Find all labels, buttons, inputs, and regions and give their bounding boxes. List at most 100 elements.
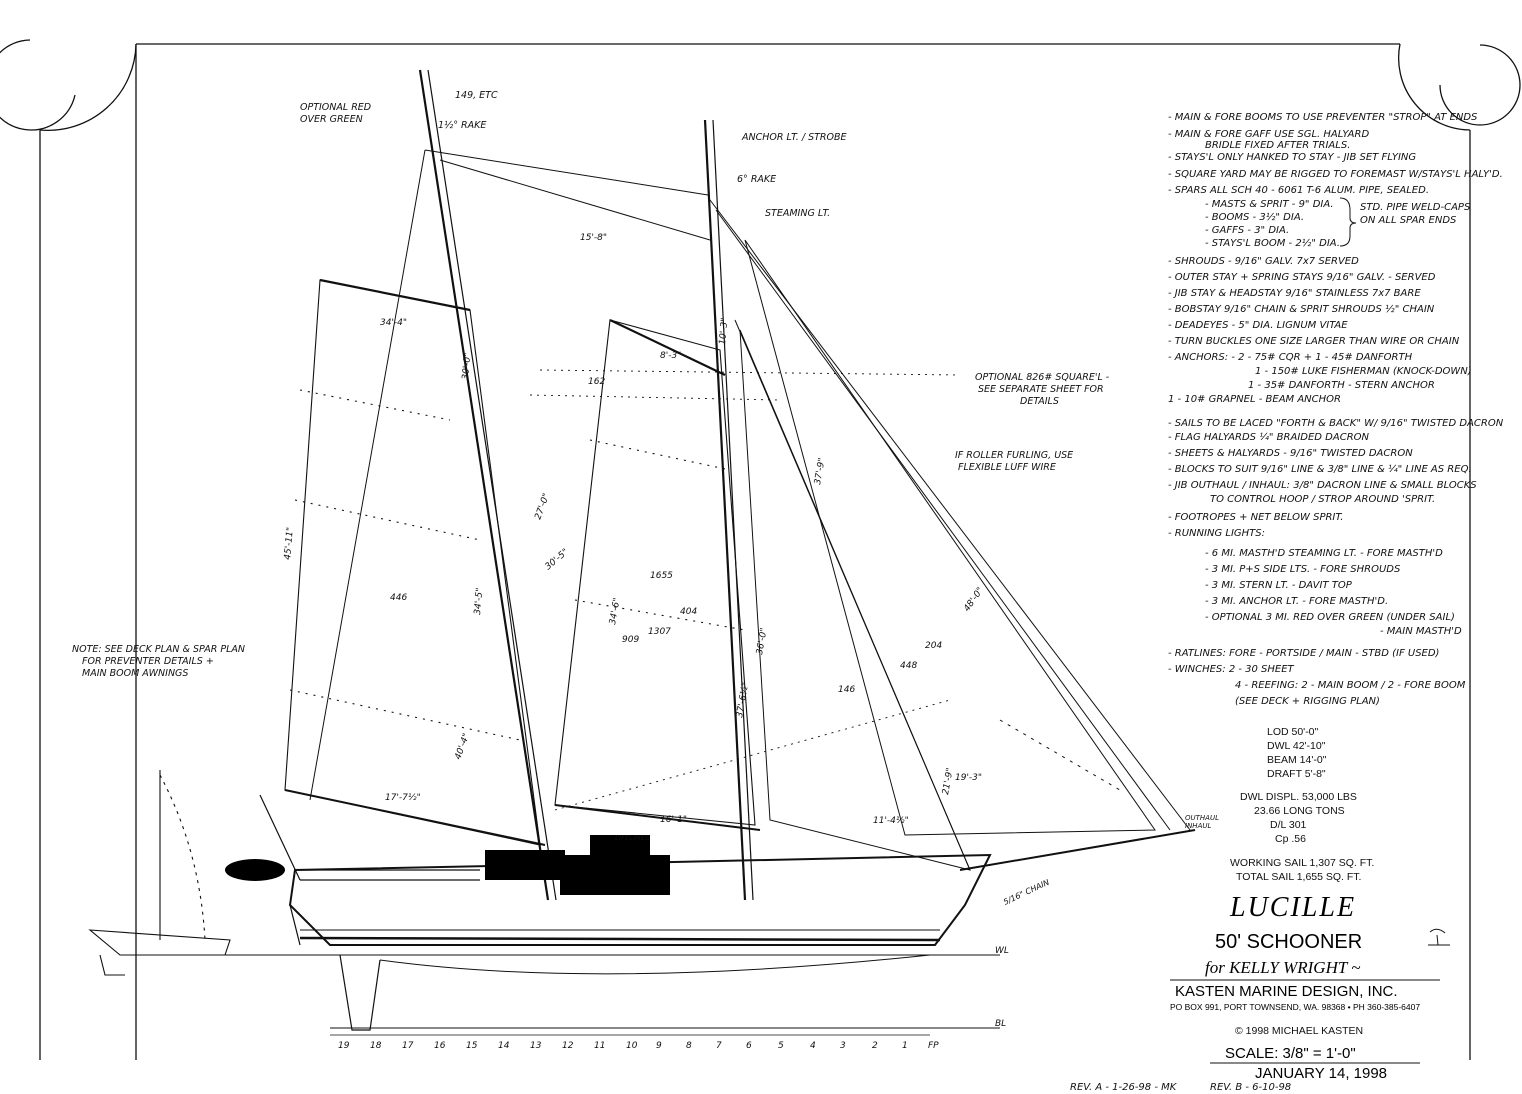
dimension: 45'-11" xyxy=(283,527,296,561)
dimension: 16'-1" xyxy=(660,815,687,825)
note-line: - SHEETS & HALYARDS - 9/16" TWISTED DACR… xyxy=(1168,448,1413,459)
note-line: - FLAG HALYARDS ¼" BRAIDED DACRON xyxy=(1168,431,1370,443)
station-label: 11 xyxy=(594,1041,605,1051)
note-line: - MAIN & FORE BOOMS TO USE PREVENTER "ST… xyxy=(1168,112,1478,123)
station-label: 17 xyxy=(402,1041,414,1051)
dimension: 11'-4½" xyxy=(873,816,909,826)
spec-total-sail: TOTAL SAIL 1,655 SQ. FT. xyxy=(1236,871,1361,883)
drawing-date: JANUARY 14, 1998 xyxy=(1255,1065,1387,1082)
note-line: - 3 MI. STERN LT. - DAVIT TOP xyxy=(1205,580,1353,591)
spec-working-sail: WORKING SAIL 1,307 SQ. FT. xyxy=(1230,857,1374,869)
dimension-labels: 15'-8" 34'-4" 30'-0" 8'-3" 10'-3" 45'-11… xyxy=(283,233,986,826)
baseline-label: BL xyxy=(995,1019,1006,1029)
callout-main-rake: 1½° RAKE xyxy=(438,120,486,131)
note-line: - MAIN MASTH'D xyxy=(1380,626,1462,637)
station-label: 16 xyxy=(434,1041,446,1051)
palm-tree-logo xyxy=(1428,928,1450,946)
dimension: 30'-5" xyxy=(544,547,571,572)
note-line: - BOOMS - 3½" DIA. xyxy=(1205,211,1304,223)
station-label: 19 xyxy=(338,1041,350,1051)
dimension: 34'-6" xyxy=(608,597,623,625)
station-label: 13 xyxy=(530,1041,542,1051)
note-line: - RATLINES: FORE - PORTSIDE / MAIN - STB… xyxy=(1168,648,1439,659)
note-line: - FOOTROPES + NET BELOW SPRIT. xyxy=(1168,512,1343,523)
deck-note-3: MAIN BOOM AWNINGS xyxy=(82,668,188,679)
station-label: 12 xyxy=(562,1041,574,1051)
sail-area-labels: 446 1655 404 909 1307 146 448 204 162 xyxy=(390,377,942,695)
station-label: 5 xyxy=(778,1041,784,1051)
station-label: 6 xyxy=(746,1041,752,1051)
station-label: 1 xyxy=(902,1041,908,1051)
callout-red-green-2: OVER GREEN xyxy=(300,114,363,125)
spec-loa: LOD 50'-0" xyxy=(1267,726,1319,738)
bowsprit xyxy=(959,829,1196,871)
sail-area: 146 xyxy=(838,685,855,695)
sail-area: 909 xyxy=(622,635,639,645)
note-line: - 3 MI. ANCHOR LT. - FORE MASTH'D. xyxy=(1205,596,1388,607)
masthead-callouts: OPTIONAL RED OVER GREEN 149, ETC 1½° RAK… xyxy=(300,90,847,219)
dimension: 37'-9" xyxy=(813,457,828,485)
note-line: - BOBSTAY 9/16" CHAIN & SPRIT SHROUDS ½"… xyxy=(1168,303,1435,315)
sail-area: 204 xyxy=(925,641,942,651)
deckhouse xyxy=(300,835,670,895)
boat-type: 50' SCHOONER xyxy=(1215,931,1362,953)
dimension: 37'-6½" xyxy=(735,682,751,719)
note-line: BRIDLE FIXED AFTER TRIALS. xyxy=(1205,140,1350,151)
dimension: 48'-0" xyxy=(962,586,986,614)
bracket-note-1: STD. PIPE WELD-CAPS xyxy=(1360,202,1471,213)
firm-address: PO BOX 991, PORT TOWNSEND, WA. 98368 • P… xyxy=(1170,1002,1420,1012)
sail-area: 446 xyxy=(390,593,407,603)
sail-area: 1307 xyxy=(648,627,671,637)
callout-anchor-light: ANCHOR LT. / STROBE xyxy=(741,132,847,143)
revision-b: REV. B - 6-10-98 xyxy=(1210,1082,1291,1093)
hull xyxy=(288,853,992,1031)
dimension: 36'-0" xyxy=(755,627,770,655)
masts xyxy=(418,69,754,901)
note-line: - 3 MI. P+S SIDE LTS. - FORE SHROUDS xyxy=(1205,564,1401,575)
waterlines xyxy=(220,954,1000,1029)
station-label: FP xyxy=(928,1041,939,1051)
note-line: - MASTS & SPRIT - 9" DIA. xyxy=(1205,199,1334,210)
note-line: - JIB STAY & HEADSTAY 9/16" STAINLESS 7x… xyxy=(1168,288,1421,299)
client-name: for KELLY WRIGHT ~ xyxy=(1205,958,1360,977)
main-sail xyxy=(284,278,546,846)
note-line: - OPTIONAL 3 MI. RED OVER GREEN (UNDER S… xyxy=(1205,612,1455,623)
note-line: 1 - 35# DANFORTH - STERN ANCHOR xyxy=(1248,380,1435,391)
note-line: - ANCHORS: - 2 - 75# CQR + 1 - 45# DANFO… xyxy=(1168,352,1413,363)
dimension: 19'-3" xyxy=(955,773,982,783)
square-sail-note-1: OPTIONAL 826# SQUARE'L - xyxy=(975,372,1110,383)
dimension: 8'-3" xyxy=(660,351,681,361)
square-sail xyxy=(529,369,961,811)
note-line: 4 - REEFING: 2 - MAIN BOOM / 2 - FORE BO… xyxy=(1235,680,1466,691)
title-block: LUCILLE 50' SCHOONER for KELLY WRIGHT ~ … xyxy=(1070,892,1450,1093)
station-labels: 19 18 17 16 15 14 13 12 11 10 9 8 7 6 5 … xyxy=(338,1041,939,1051)
square-sail-note-2: SEE SEPARATE SHEET FOR xyxy=(978,384,1104,395)
spec-draft: DRAFT 5'-8" xyxy=(1267,768,1326,780)
sail-area: 1655 xyxy=(650,571,673,581)
station-label: 9 xyxy=(656,1041,662,1051)
callout-steaming-light: STEAMING LT. xyxy=(765,208,830,219)
note-line: - SQUARE YARD MAY BE RIGGED TO FOREMAST … xyxy=(1168,169,1503,180)
note-line: - TURN BUCKLES ONE SIZE LARGER THAN WIRE… xyxy=(1168,336,1460,347)
spec-beam: BEAM 14'-0" xyxy=(1267,754,1327,766)
dimension: 34'-4" xyxy=(380,318,407,328)
copyright: © 1998 MICHAEL KASTEN xyxy=(1235,1025,1363,1037)
dimension: 21'-9" xyxy=(941,767,956,795)
dimension: 10'-3" xyxy=(718,317,730,345)
note-line: - MAIN & FORE GAFF USE SGL. HALYARD xyxy=(1168,129,1369,140)
chain-label: 5/16" CHAIN xyxy=(1002,878,1051,907)
station-label: 15 xyxy=(466,1041,478,1051)
station-label: 3 xyxy=(840,1041,846,1051)
note-line: - WINCHES: 2 - 30 SHEET xyxy=(1168,664,1295,675)
note-line: - JIB OUTHAUL / INHAUL: 3/8" DACRON LINE… xyxy=(1168,480,1477,491)
deck-note-1: NOTE: SEE DECK PLAN & SPAR PLAN xyxy=(72,644,245,655)
note-line: TO CONTROL HOOP / STROP AROUND 'SPRIT. xyxy=(1210,494,1435,505)
note-line: - BLOCKS TO SUIT 9/16" LINE & 3/8" LINE … xyxy=(1168,463,1472,475)
waterline-label: WL xyxy=(995,946,1009,956)
specs-block: LOD 50'-0" DWL 42'-10" BEAM 14'-0" DRAFT… xyxy=(1230,726,1374,883)
revision-a: REV. A - 1-26-98 - MK xyxy=(1070,1082,1178,1093)
dimension: 34'-5" xyxy=(473,587,485,615)
callout-flag: 149, ETC xyxy=(455,90,498,101)
note-line: - RUNNING LIGHTS: xyxy=(1168,528,1265,539)
station-label: 7 xyxy=(716,1041,722,1051)
